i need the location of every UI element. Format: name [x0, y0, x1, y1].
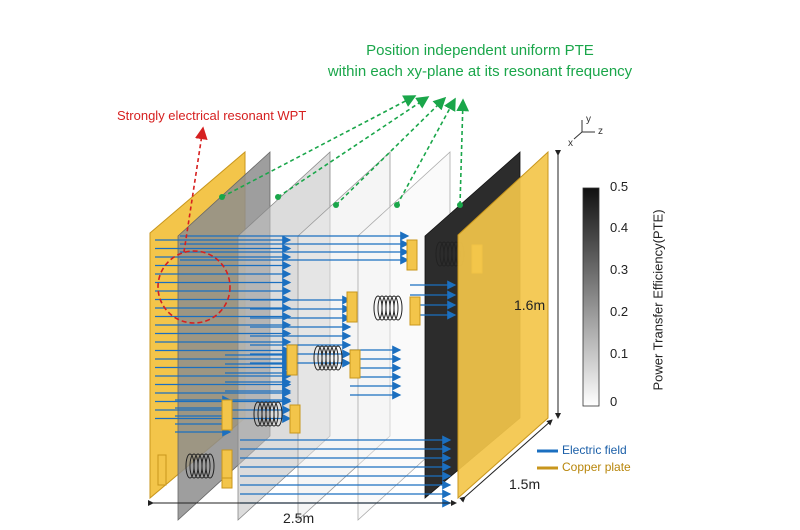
pte-pointer-arrows [221, 95, 470, 206]
copper-plate-small [406, 239, 418, 271]
axis-y-label: y [586, 114, 591, 125]
colorbar-tick-0-4: 0.4 [610, 220, 629, 235]
copper-plate-small [346, 291, 358, 323]
colorbar-tick-0-5: 0.5 [610, 179, 629, 194]
coil-icon [313, 345, 343, 371]
pte-pointer-dots [219, 194, 463, 208]
colorbar-tick-0-3: 0.3 [610, 262, 629, 277]
legend-electric-field: Electric field [562, 443, 627, 457]
pte-title-line2: within each xy-plane at its resonant fre… [327, 63, 633, 80]
axis-x-label: x [568, 138, 573, 149]
copper-plate-small [286, 344, 298, 376]
copper-plate-right [457, 150, 549, 500]
pte-title-line1: Position independent uniform PTE [366, 42, 594, 59]
copper-plate-small [349, 349, 361, 379]
coil-icon [185, 453, 215, 479]
copper-plate-small [157, 454, 167, 486]
resonators [157, 239, 483, 489]
resonant-region-circle [157, 250, 231, 324]
coil-icon [253, 401, 283, 427]
copper-plate-small [221, 399, 233, 431]
colorbar [582, 187, 600, 407]
colorbar-tick-0-2: 0.2 [610, 304, 629, 319]
depth-label: 1.5m [509, 476, 541, 492]
copper-plate-small [289, 404, 301, 434]
axis-z-label: z [598, 126, 603, 137]
colorbar-title: Power Transfer Efficiency(PTE) [650, 209, 666, 391]
copper-plate-small [409, 296, 421, 326]
axis-triad [573, 120, 595, 140]
resonant-annotation: Strongly electrical resonant WPT [117, 108, 307, 123]
colorbar-tick-0: 0 [610, 394, 618, 409]
length-label: 2.5m [283, 510, 315, 526]
copper-plate-small [221, 449, 233, 479]
pte-title: Position independent uniform PTE within … [270, 40, 690, 82]
height-label: 1.6m [514, 297, 546, 313]
legend-copper-plate: Copper plate [562, 460, 631, 474]
dim-line-depth [459, 419, 553, 503]
electric-field-lines [155, 231, 457, 508]
colorbar-tick-0-1: 0.1 [610, 346, 629, 361]
coil-icon [373, 295, 403, 321]
